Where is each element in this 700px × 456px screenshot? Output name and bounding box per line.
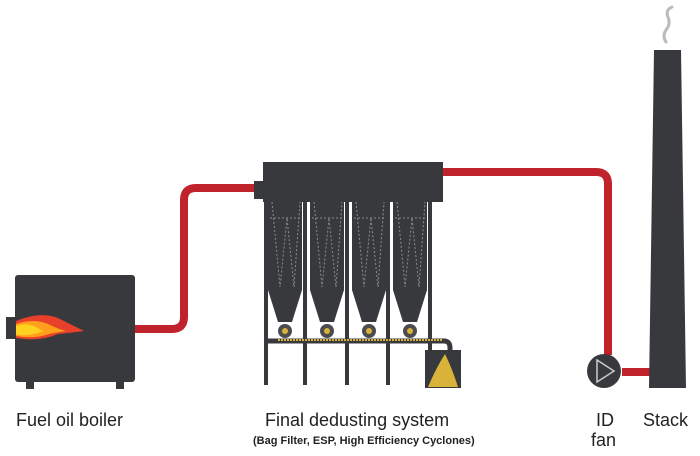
- filter-chambers: [268, 200, 427, 322]
- label-id-fan-line1: ID: [596, 410, 614, 430]
- label-id-fan-line2: fan: [591, 430, 617, 450]
- final-dedusting-system: [254, 162, 461, 388]
- smoke-icon: [662, 5, 674, 44]
- dust-conveyor: [264, 338, 453, 352]
- pipe-boiler-to-dedusting: [135, 184, 262, 333]
- label-final-dedusting-system: Final dedusting system: [265, 410, 450, 430]
- label-stack: Stack: [643, 410, 689, 430]
- pipe-dedusting-to-fan: [440, 168, 612, 355]
- flame-icon: [16, 315, 84, 340]
- fuel-oil-boiler: [6, 275, 135, 389]
- rotary-valves: [278, 324, 417, 338]
- label-dedusting-subtitle: (Bag Filter, ESP, High Efficiency Cyclon…: [253, 435, 475, 447]
- id-fan: [587, 354, 621, 388]
- dust-bin: [425, 350, 461, 388]
- label-fuel-oil-boiler: Fuel oil boiler: [16, 410, 124, 430]
- stack: [649, 5, 686, 388]
- play-triangle-icon: [596, 358, 616, 384]
